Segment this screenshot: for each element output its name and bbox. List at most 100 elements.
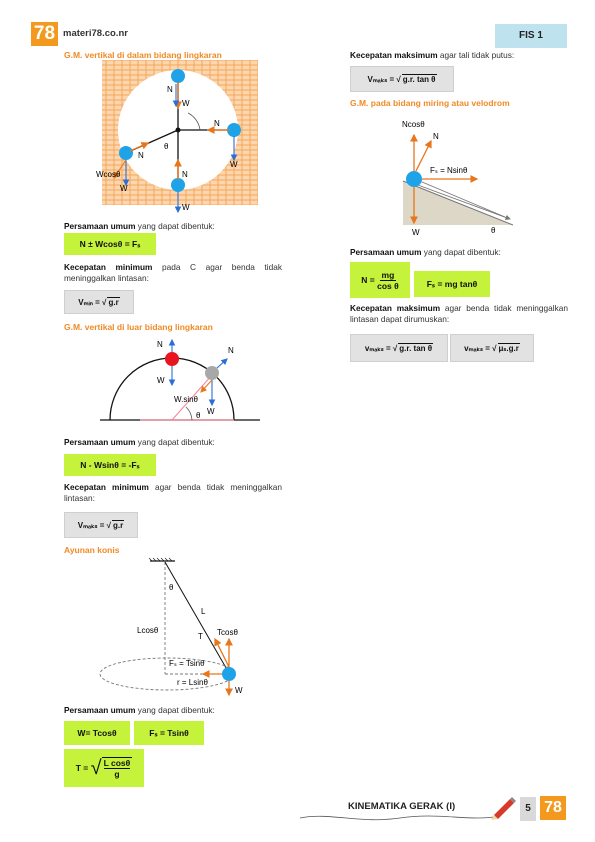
heading-conical-pendulum: Ayunan konis (64, 545, 120, 555)
label-w-velodrome: W (412, 228, 420, 237)
paragraph-min-speed-2: Kecepatan minimum agar benda tidak menin… (64, 482, 282, 504)
bold-max-speed-rope: Kecepatan maksimum (350, 50, 438, 60)
label-n-right: N (214, 119, 220, 128)
label-ncos: Ncosθ (402, 120, 425, 129)
label-r: r = Lsinθ (177, 678, 208, 687)
vmaks1-radicand: g.r (112, 520, 125, 530)
period-lhs: T = (75, 763, 89, 773)
text-max-speed-velodrome: agar benda tidak meninggalkan lintasan d… (350, 303, 568, 324)
site-name: materi78.co.nr (63, 28, 128, 39)
label-w-right: W (230, 160, 238, 169)
label-n-red: N (157, 340, 163, 349)
formula-vmaks-rope: Vₘₐₖₛ = √g.r. tan θ (350, 66, 454, 92)
bold-general-eq-2: Persamaan umum (64, 437, 136, 447)
text-general-eq-1: yang dapat dibentuk: (135, 221, 215, 231)
footer-badge: 78 (540, 796, 566, 820)
text-general-eq-4: yang dapat dibentuk: (421, 247, 501, 257)
heading-vertical-inside: G.M. vertikal di dalam bidang lingkaran (64, 50, 222, 60)
label-n-velodrome: N (433, 132, 439, 141)
bold-min-speed-1: Kecepatan minimum (64, 262, 153, 272)
vmaks-mu-radicand: μₛ.g.r (497, 343, 520, 353)
formula-fs-mg-tan: Fₛ = mg tanθ (414, 271, 490, 297)
label-n-grey: N (228, 346, 234, 355)
paragraph-max-speed-rope: Kecepatan maksimum agar tali tidak putus… (350, 50, 568, 61)
ball-red (165, 352, 179, 366)
n-numerator: mg (379, 269, 397, 281)
footer-chapter-title: KINEMATIKA GERAK (I) (348, 801, 456, 812)
bold-max-speed-velodrome: Kecepatan maksimum (350, 303, 441, 313)
formula-period: T = √ L cosθ g (64, 749, 144, 787)
formula-n-mg-cos: N = mg cos θ (350, 262, 410, 298)
ball-top (171, 69, 185, 83)
text-max-speed-rope: agar tali tidak putus: (437, 50, 515, 60)
label-theta-2: θ (196, 411, 201, 420)
formula-n-wcos: N ± Wcosθ = Fₛ (64, 233, 156, 255)
ball-velodrome (406, 171, 422, 187)
ball-right (227, 123, 241, 137)
vmaks-rope-radicand: g.r. tan θ (401, 74, 437, 84)
label-fs-nsin: Fₛ = Nsinθ (430, 166, 468, 175)
footer-page-number: 5 (520, 797, 536, 821)
period-numerator: L cosθ (103, 758, 131, 769)
label-theta: θ (164, 142, 169, 151)
paragraph-min-speed-1: Kecepatan minimum pada C agar benda tida… (64, 262, 282, 284)
label-n-top: N (167, 85, 173, 94)
label-w-left: W (120, 184, 128, 193)
period-denominator: g (114, 769, 120, 779)
formula-n-wsin: N - Wsinθ = -Fₛ (64, 454, 156, 476)
label-fs: Fₛ = Tsinθ (169, 659, 205, 668)
bold-min-speed-2: Kecepatan minimum (64, 482, 149, 492)
diagram-vertical-outside: N W N W.sinθ W θ (100, 338, 260, 421)
ball-grey (205, 366, 219, 380)
label-w-red: W (157, 376, 165, 385)
label-t: T (198, 632, 203, 641)
label-wsin: W.sinθ (174, 395, 199, 404)
text-min-speed-2: agar benda tidak meninggalkan lintasan: (64, 482, 282, 503)
formula-vmaks-mu: vₘₐₖₛ = √μₛ.g.r (450, 334, 534, 362)
paragraph-general-eq-4: Persamaan umum yang dapat dibentuk: (350, 247, 568, 258)
formula-vmaks-1: Vₘₐₖₛ = √g.r (64, 512, 138, 538)
text-min-speed-1: pada C agar benda tidak meninggalkan lin… (64, 262, 282, 283)
diagram-conical-pendulum: θ L T Lcosθ Tcosθ Fₛ = Tsinθ r = Lsinθ W (99, 557, 243, 697)
ball-bottom (171, 178, 185, 192)
subject-tag: FIS 1 (495, 24, 567, 48)
n-lhs: N = (361, 275, 375, 285)
n-denominator: cos θ (377, 280, 399, 291)
vmaks1-lhs: Vₘₐₖₛ = (77, 520, 105, 530)
vmaks-mu-lhs: vₘₐₖₛ = (464, 343, 490, 353)
label-n-bottom: N (182, 170, 188, 179)
heading-vertical-outside: G.M. vertikal di luar bidang lingkaran (64, 322, 213, 332)
bob (222, 667, 236, 681)
formula-fs-tsin: Fₛ = Tsinθ (134, 721, 204, 745)
label-w-3: W (235, 686, 243, 695)
label-tcos: Tcosθ (217, 628, 238, 637)
paragraph-general-eq-3: Persamaan umum yang dapat dibentuk: (64, 705, 282, 716)
diagram-velodrome: Ncosθ N Fₛ = Nsinθ W θ (402, 120, 514, 237)
vmaks-tan-radicand: g.r. tan θ (398, 343, 434, 353)
vmin-lhs: Vₘᵢₙ = (78, 297, 100, 307)
label-theta-3: θ (169, 583, 174, 592)
paragraph-max-speed-velodrome: Kecepatan maksimum agar benda tidak meni… (350, 303, 568, 325)
label-wcos: Wcosθ (96, 170, 121, 179)
label-n-left: N (138, 151, 144, 160)
heading-inclined-velodrome: G.M. pada bidang miring atau velodrom (350, 98, 510, 108)
diagram-vertical-inside: N W N W N Wcosθ W θ N W (96, 60, 258, 214)
formula-vmaks-tan: vₘₐₖₛ = √g.r. tan θ (350, 334, 448, 362)
label-theta-velodrome: θ (491, 226, 496, 235)
pencil-icon (491, 797, 516, 820)
paragraph-general-eq-2: Persamaan umum yang dapat dibentuk: (64, 437, 282, 448)
label-w-top: W (182, 99, 190, 108)
label-l: L (201, 607, 206, 616)
vmaks-rope-lhs: Vₘₐₖₛ = (367, 74, 395, 84)
label-w-grey: W (207, 407, 215, 416)
bold-general-eq-1: Persamaan umum (64, 221, 136, 231)
bold-general-eq-4: Persamaan umum (350, 247, 422, 257)
label-lcos: Lcosθ (137, 626, 159, 635)
page-badge: 78 (31, 22, 58, 46)
text-general-eq-2: yang dapat dibentuk: (135, 437, 215, 447)
formula-w-tcos: W= Tcosθ (64, 721, 130, 745)
text-general-eq-3: yang dapat dibentuk: (135, 705, 215, 715)
bold-general-eq-3: Persamaan umum (64, 705, 136, 715)
vmin-radicand: g.r (107, 297, 120, 307)
ball-left (119, 146, 133, 160)
